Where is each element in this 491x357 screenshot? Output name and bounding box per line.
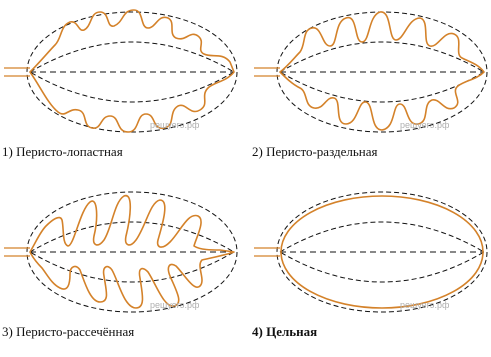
leaf-outline <box>29 195 235 309</box>
caption-entire: 4) Цельная <box>252 324 318 339</box>
panel-4: решуегэ.рф 4) Цельная <box>250 180 490 357</box>
leaf-outline <box>279 11 485 131</box>
diagram-pinnate-parted: решуегэ.рф <box>254 11 488 133</box>
watermark: решуегэ.рф <box>400 120 450 130</box>
stem <box>254 247 280 257</box>
guides <box>26 191 238 313</box>
caption-pinnate-dissected: 3) Перисто-рассечённая <box>2 324 135 339</box>
diagram-pinnate-lobed: решуегэ.рф <box>4 9 238 133</box>
panel-3: решуегэ.рф 3) Перисто-рассечённая <box>0 180 240 357</box>
stem <box>254 67 280 77</box>
diagram-entire: решуегэ.рф <box>254 191 488 313</box>
diagram-pinnate-dissected: решуегэ.рф <box>4 191 238 313</box>
watermark: решуегэ.рф <box>150 120 200 130</box>
stem <box>4 67 30 77</box>
watermark: решуегэ.рф <box>400 300 450 310</box>
caption-pinnate-lobed: 1) Перисто-лопастная <box>2 144 123 159</box>
leaf-outline <box>29 9 235 133</box>
guides <box>276 191 488 313</box>
caption-pinnate-parted: 2) Перисто-раздельная <box>252 144 378 159</box>
panel-2: решуегэ.рф 2) Перисто-раздельная <box>250 0 490 177</box>
leaf-outline <box>280 195 484 309</box>
panel-1: решуегэ.рф 1) Перисто-лопастная <box>0 0 240 177</box>
stem <box>4 247 30 257</box>
guides <box>26 11 238 133</box>
watermark: решуегэ.рф <box>150 300 200 310</box>
